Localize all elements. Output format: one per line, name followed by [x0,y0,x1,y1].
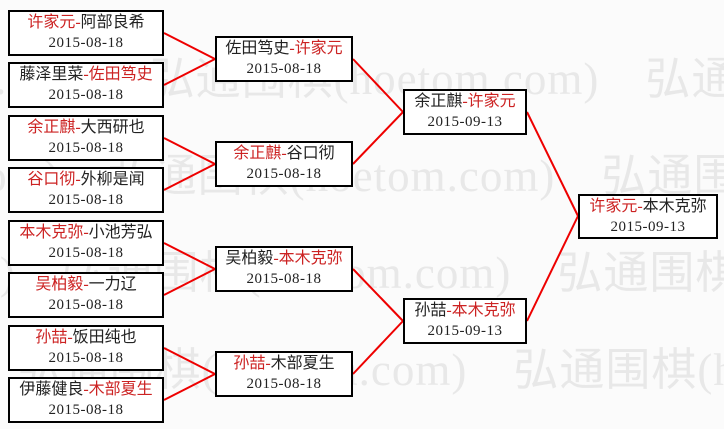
match-box: 藤泽里菜-佐田笃史 2015-08-18 [8,62,164,108]
match-players: 谷口彻-外柳是闻 [10,170,162,190]
match-players: 吴柏毅-本木克弥 [217,249,351,269]
match-box: 余正麒-谷口彻 2015-08-18 [215,141,353,187]
match-box: 伊藤健良-木部夏生 2015-08-18 [8,377,164,423]
vs-dash: - [83,276,89,293]
match-players: 本木克弥-小池芳弘 [10,223,162,243]
match-date: 2015-08-18 [48,87,124,103]
vs-dash: - [75,14,81,31]
player-name: 本木克弥 [19,224,84,241]
player-name: 本木克弥 [278,250,343,267]
match-players: 佐田笃史-许家元 [217,39,351,59]
player-name: 藤泽里菜 [19,66,84,83]
match-box: 余正麒-许家元 2015-09-13 [403,89,527,135]
match-box: 吴柏毅-一力辽 2015-08-18 [8,272,164,318]
match-date: 2015-08-18 [246,271,322,287]
match-date: 2015-08-18 [246,61,322,77]
match-box: 孙喆-饭田纯也 2015-08-18 [8,325,164,371]
match-date: 2015-08-18 [48,402,124,418]
match-players: 伊藤健良-木部夏生 [10,380,162,400]
match-date: 2015-08-18 [246,166,322,182]
player-name: 许家元 [294,40,343,57]
player-name: 许家元 [589,197,638,215]
player-name: 伊藤健良 [19,381,84,398]
match-date: 2015-09-13 [427,114,503,130]
player-name: 余正麒 [414,93,463,110]
match-players: 吴柏毅-一力辽 [10,275,162,295]
match-date: 2015-08-18 [48,350,124,366]
player-name: 余正麒 [233,145,282,162]
player-name: 外柳是闻 [80,171,145,188]
match-box: 本木克弥-小池芳弘 2015-08-18 [8,220,164,266]
match-players: 孙喆-饭田纯也 [10,328,162,348]
match-date: 2015-08-18 [48,192,124,208]
match-date: 2015-09-13 [427,323,503,339]
match-players: 孙喆-本木克弥 [405,301,525,321]
match-players: 余正麒-许家元 [405,92,525,112]
vs-dash: - [265,355,271,372]
match-players: 余正麒-谷口彻 [217,144,351,164]
player-name: 许家元 [27,14,76,31]
match-box: 吴柏毅-本木克弥 2015-08-18 [215,246,353,292]
player-name: 谷口彻 [286,145,335,162]
match-date: 2015-08-18 [48,140,124,156]
vs-dash: - [83,381,89,398]
match-box: 孙喆-本木克弥 2015-09-13 [403,298,527,344]
vs-dash: - [75,171,81,188]
player-name: 谷口彻 [27,171,76,188]
match-date: 2015-08-18 [48,35,124,51]
vs-dash: - [67,329,73,346]
vs-dash: - [637,197,643,215]
match-box: 许家元-阿部良希 2015-08-18 [8,10,164,56]
player-name: 孙喆 [233,355,266,372]
player-name: 本木克弥 [451,302,516,319]
vs-dash: - [273,250,279,267]
player-name: 佐田笃史 [88,66,153,83]
player-name: 木部夏生 [270,355,335,372]
vs-dash: - [446,302,452,319]
player-name: 本木克弥 [642,197,707,215]
match-box: 佐田笃史-许家元 2015-08-18 [215,36,353,82]
player-name: 余正麒 [27,119,76,136]
vs-dash: - [83,224,89,241]
player-name: 许家元 [467,93,516,110]
player-name: 吴柏毅 [225,250,274,267]
match-box: 余正麒-大西研也 2015-08-18 [8,115,164,161]
match-box: 谷口彻-外柳是闻 2015-08-18 [8,167,164,213]
player-name: 木部夏生 [88,381,153,398]
match-players: 余正麒-大西研也 [10,118,162,138]
match-box: 孙喆-木部夏生 2015-08-18 [215,351,353,397]
match-date: 2015-08-18 [246,376,322,392]
match-box: 许家元-本木克弥 2015-09-13 [578,194,718,239]
vs-dash: - [83,66,89,83]
vs-dash: - [281,145,287,162]
player-name: 小池芳弘 [88,224,153,241]
player-name: 佐田笃史 [225,40,290,57]
match-date: 2015-08-18 [48,245,124,261]
player-name: 吴柏毅 [35,276,84,293]
player-name: 饭田纯也 [72,329,137,346]
vs-dash: - [462,93,468,110]
match-players: 许家元-本木克弥 [580,197,716,217]
vs-dash: - [289,40,295,57]
player-name: 阿部良希 [80,14,145,31]
match-date: 2015-09-13 [610,218,686,235]
vs-dash: - [75,119,81,136]
match-players: 孙喆-木部夏生 [217,354,351,374]
player-name: 一力辽 [88,276,137,293]
match-players: 藤泽里菜-佐田笃史 [10,65,162,85]
player-name: 大西研也 [80,119,145,136]
player-name: 孙喆 [414,302,447,319]
match-players: 许家元-阿部良希 [10,13,162,33]
match-date: 2015-08-18 [48,297,124,313]
player-name: 孙喆 [35,329,68,346]
